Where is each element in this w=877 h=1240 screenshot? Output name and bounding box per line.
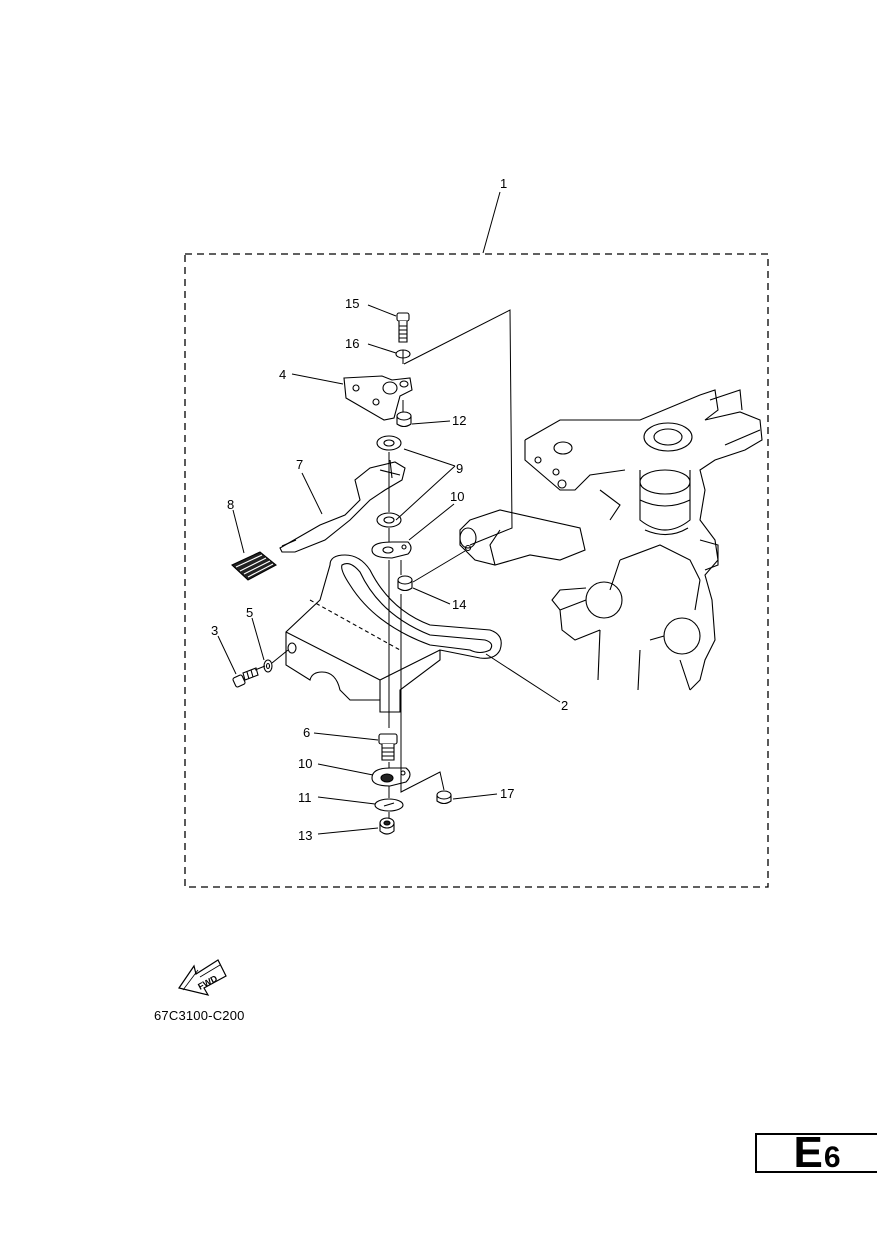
- fwd-arrow-icon: FWD: [178, 959, 227, 996]
- nut-part-13: [379, 817, 395, 835]
- bolt-part-3: [232, 667, 259, 688]
- callout-14: 14: [452, 597, 466, 612]
- grip-part-8: [231, 551, 277, 581]
- plate-part-11: [374, 798, 404, 812]
- page-badge: E 6: [755, 1128, 877, 1177]
- washer-part-10-upper: [371, 541, 412, 559]
- callout-5: 5: [246, 605, 253, 620]
- callout-7: 7: [296, 457, 303, 472]
- bolt-part-6: [378, 733, 398, 761]
- lever-part-7: [279, 459, 406, 553]
- callout-6: 6: [303, 725, 310, 740]
- washer-part-5: [263, 659, 273, 673]
- callout-17: 17: [500, 786, 514, 801]
- callout-9: 9: [456, 461, 463, 476]
- page-section-letter: E: [793, 1128, 823, 1177]
- callout-3: 3: [211, 623, 218, 638]
- leader-lines: [217, 191, 561, 835]
- callout-labels: 1 15 16 4 12 7 9 8 10 14 5 3 2 6 10 17 1…: [211, 176, 568, 843]
- part-code: 67C3100-C200: [154, 1008, 245, 1023]
- callout-13: 13: [298, 828, 312, 843]
- plate-part-2: [285, 554, 502, 713]
- callout-15: 15: [345, 296, 359, 311]
- engine-bracket-outline: [459, 389, 763, 691]
- bracket-part-4: [343, 375, 413, 421]
- washer-part-9: [376, 435, 402, 528]
- callout-2: 2: [561, 698, 568, 713]
- callout-10-lower: 10: [298, 756, 312, 771]
- callout-12: 12: [452, 413, 466, 428]
- collar-part-12: [396, 411, 412, 428]
- callout-1: 1: [500, 176, 507, 191]
- collar-part-14: [397, 575, 413, 592]
- callout-8: 8: [227, 497, 234, 512]
- callout-16: 16: [345, 336, 359, 351]
- page-number: 6: [823, 1141, 841, 1174]
- assembly-boundary: [184, 253, 769, 888]
- washer-part-10-lower: [371, 767, 411, 787]
- callout-4: 4: [279, 367, 286, 382]
- nut-part-17: [436, 790, 452, 805]
- bolt-part-15: [396, 312, 410, 343]
- callout-11: 11: [298, 790, 312, 805]
- callout-10-upper: 10: [450, 489, 464, 504]
- assembly-lines: [254, 309, 513, 818]
